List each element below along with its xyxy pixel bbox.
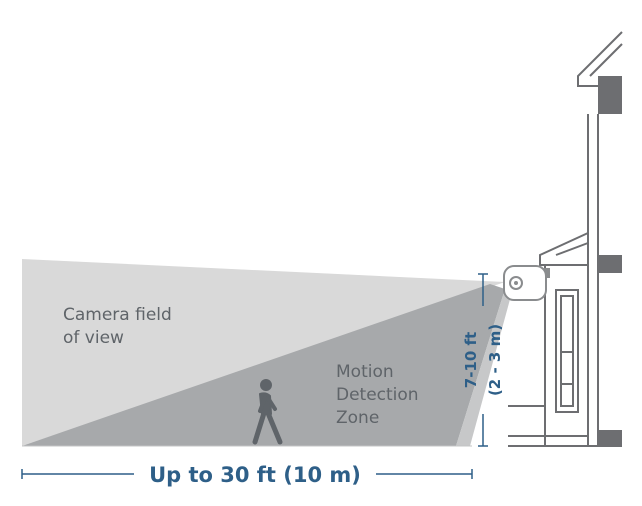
security-camera-icon [503, 265, 550, 301]
motion-detection-zone-area [22, 284, 505, 446]
camera-field-of-view-area [22, 259, 505, 446]
house-foundation [598, 430, 622, 446]
height-dimension-line [478, 273, 488, 447]
range-label: Up to 30 ft (10 m) [149, 463, 361, 487]
house-eave-block [598, 86, 622, 114]
height-ft-label: 7-10 ft [462, 332, 480, 388]
camera-field-of-view-label: Camera field of view [63, 305, 177, 348]
height-m-label: (2 - 3 m) [486, 324, 504, 396]
house-roof-trim [598, 76, 622, 86]
range-dimension-line [21, 469, 473, 479]
house-floor-band [598, 255, 622, 273]
height-dimension-label: 7-10 ft (2 - 3 m) [462, 324, 504, 396]
walking-person-icon [252, 379, 283, 445]
motion-detection-zone-label: Motion Detection Zone [336, 362, 424, 428]
motion-zone-light-edge [456, 289, 512, 446]
